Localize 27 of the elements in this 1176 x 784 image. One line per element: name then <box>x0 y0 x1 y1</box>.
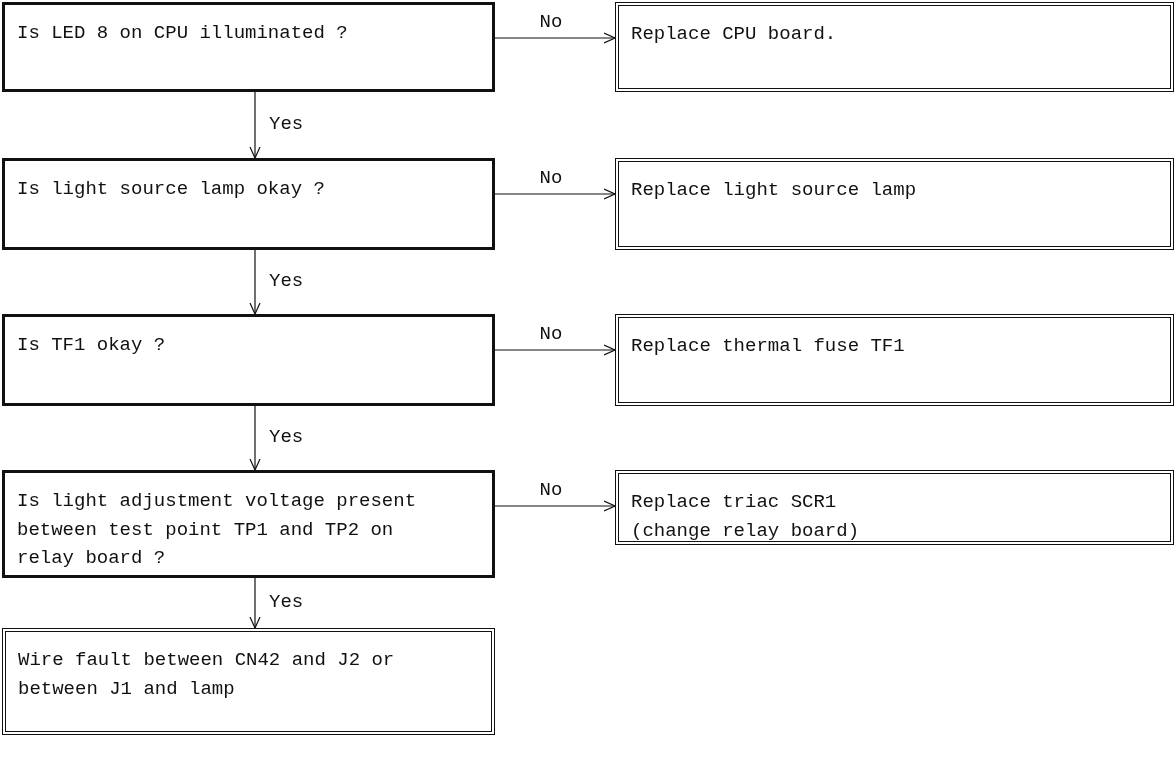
arrow <box>494 500 616 512</box>
box-text: Wire fault between CN42 and J2 or between J1 and lamp <box>18 648 396 702</box>
arrow <box>249 91 261 159</box>
arrow <box>249 405 261 471</box>
action-box <box>615 470 1174 545</box>
arrow <box>249 577 261 629</box>
box-text: Replace triac SCR1 <box>631 490 838 515</box>
box-text: Is light source lamp okay ? <box>17 177 326 202</box>
box-text: Replace light source lamp <box>631 178 918 203</box>
box-text: Is TF1 okay ? <box>17 333 167 358</box>
box-text: Is light adjustment voltage present between test point TP1 and TP2 on relay board ? <box>17 489 418 571</box>
box-text: Replace thermal fuse TF1 <box>631 334 906 359</box>
action-box <box>2 628 495 735</box>
action-box <box>615 158 1174 250</box>
action-box <box>615 314 1174 406</box>
box-text: Is LED 8 on CPU illuminated ? <box>17 21 349 46</box>
decision-box <box>2 158 495 250</box>
decision-box <box>2 2 495 92</box>
box-text: Replace CPU board. <box>631 22 838 47</box>
arrow <box>494 32 616 44</box>
decision-box <box>2 470 495 578</box>
arrow <box>249 249 261 315</box>
action-box <box>615 2 1174 92</box>
decision-box <box>2 314 495 406</box>
arrow <box>494 344 616 356</box>
arrow <box>494 188 616 200</box>
box-text: (change relay board) <box>631 518 861 544</box>
